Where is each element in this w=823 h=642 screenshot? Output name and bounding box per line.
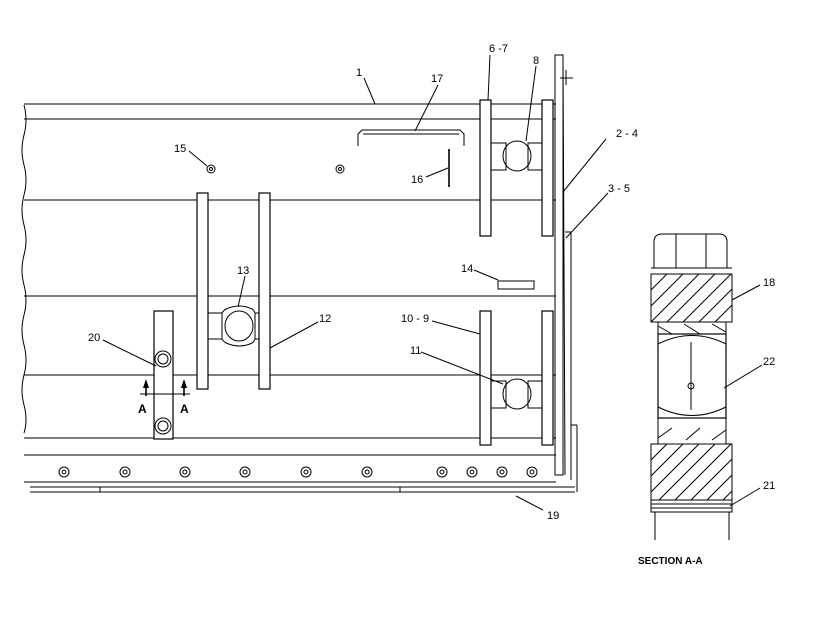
callout-11: 11 — [410, 345, 421, 357]
callout-14: 14 — [461, 263, 473, 275]
cutting-edge-bolts — [58, 466, 538, 478]
callout-labels: 1 17 6 -7 8 2 - 4 3 - 5 15 16 14 13 12 1… — [88, 43, 775, 567]
callout-3-5: 3 - 5 — [608, 183, 630, 195]
callout-18: 18 — [763, 277, 775, 289]
callout-15: 15 — [174, 143, 186, 155]
callout-22: 22 — [763, 356, 775, 368]
callout-8: 8 — [533, 55, 539, 67]
callout-10-9: 10 - 9 — [401, 313, 429, 325]
blade-assembly — [21, 54, 578, 493]
callout-13: 13 — [237, 265, 249, 277]
callout-2-4: 2 - 4 — [616, 128, 638, 140]
callout-21: 21 — [763, 480, 775, 492]
callout-20: 20 — [88, 332, 100, 344]
leader-lines — [102, 54, 609, 511]
section-caption: SECTION A-A — [638, 556, 703, 567]
callout-19: 19 — [547, 510, 559, 522]
callout-12: 12 — [319, 313, 331, 325]
section-marker-left: A — [138, 402, 147, 416]
section-marker-right: A — [180, 402, 189, 416]
callout-6-7: 6 -7 — [489, 43, 508, 55]
callout-16: 16 — [411, 174, 423, 186]
callout-1: 1 — [356, 67, 362, 79]
callout-17: 17 — [431, 73, 443, 85]
section-view — [650, 233, 763, 540]
